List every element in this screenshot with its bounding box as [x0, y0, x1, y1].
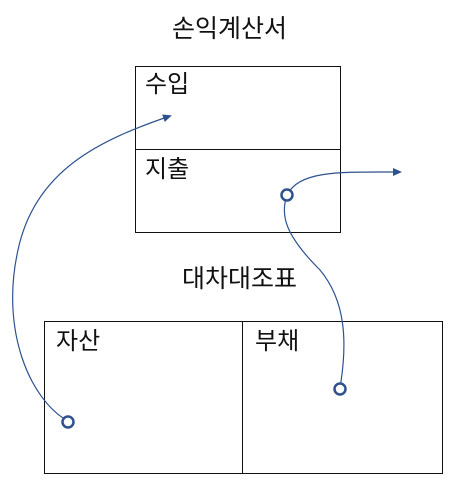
income-statement-title: 손익계산서 — [172, 14, 288, 43]
balance-sheet-title: 대차대조표 — [182, 264, 298, 293]
balance-assets-label: 자산 — [56, 327, 101, 355]
income-row-revenue — [135, 66, 341, 150]
income-revenue-label: 수입 — [145, 70, 190, 98]
balance-assets-column — [44, 321, 243, 474]
arrow-start-liabilities — [333, 382, 347, 396]
income-expense-label: 지출 — [145, 155, 190, 183]
arrow-node-expense — [280, 188, 294, 202]
arrow-start-assets — [61, 415, 75, 429]
arrow-liabilities-to-expense — [283, 167, 402, 389]
balance-liabilities-label: 부채 — [255, 327, 300, 355]
arrow-assets-to-revenue — [12, 114, 172, 422]
